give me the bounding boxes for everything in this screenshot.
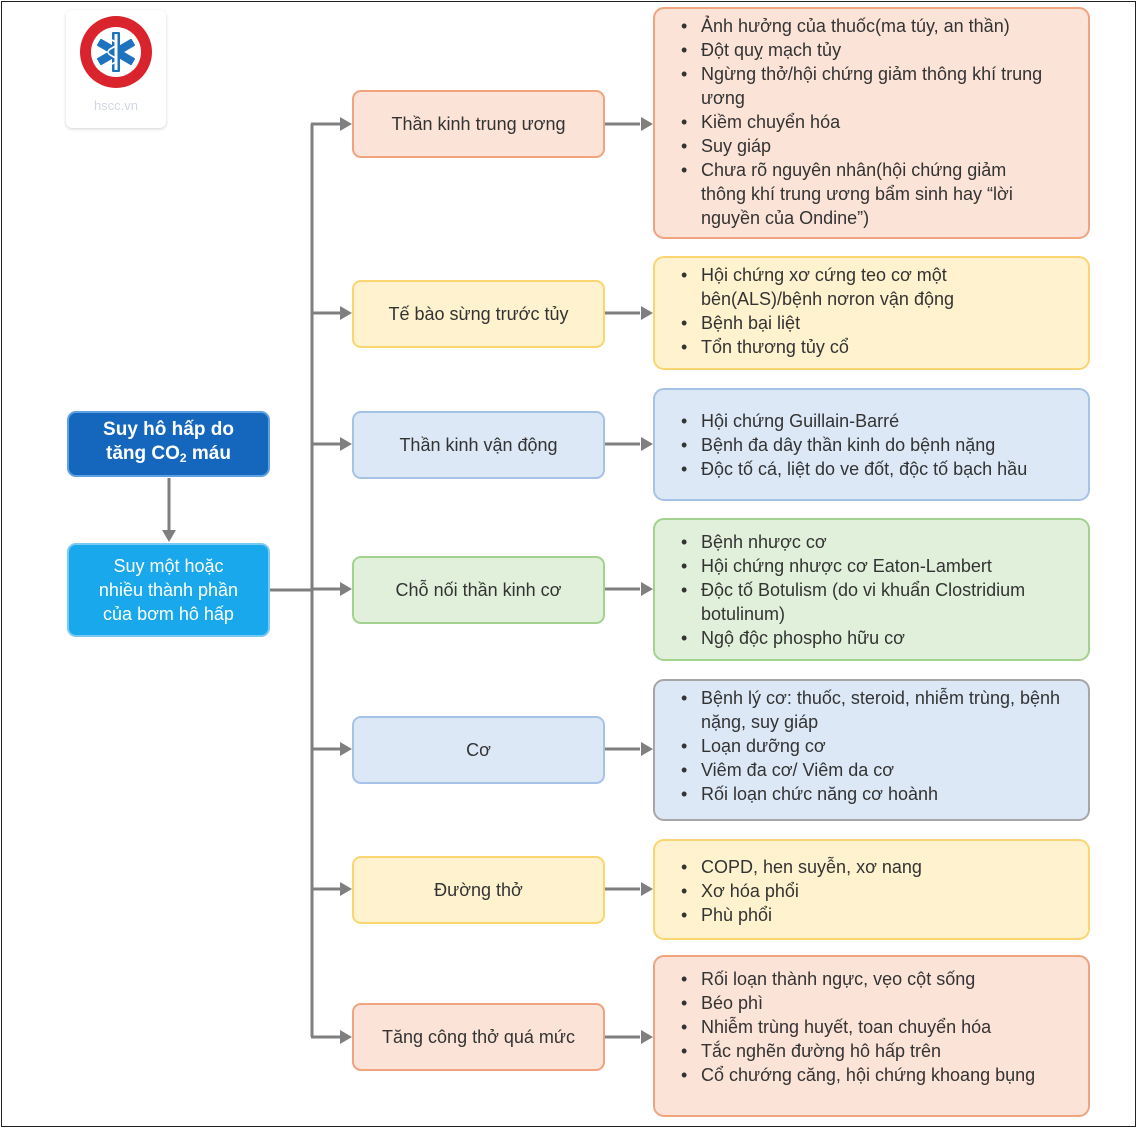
- detail-work-of-breathing: Rối loạn thành ngực, vẹo cột sống Béo ph…: [653, 955, 1090, 1117]
- detail-cns: Ảnh hưởng của thuốc(ma túy, an thần) Đột…: [653, 7, 1090, 239]
- root-node: Suy hô hấp do tăng CO2 máu: [67, 411, 270, 477]
- detail-arrow: [641, 1030, 653, 1044]
- list-item: Suy giáp: [681, 134, 1046, 158]
- list-item: Độc tố cá, liệt do ve đốt, độc tố bạch h…: [681, 457, 1076, 481]
- list-item: Kiềm chuyển hóa: [681, 110, 1046, 134]
- category-neuromuscular-junction: Chỗ nối thần kinh cơ: [352, 556, 605, 624]
- logo-caption: hscc.vn: [93, 98, 139, 113]
- detail-motor-nerve: Hội chứng Guillain-Barré Bệnh đa dây thầ…: [653, 388, 1090, 501]
- category-muscle: Cơ: [352, 716, 605, 784]
- list-item: Hội chứng nhược cơ Eaton-Lambert: [681, 554, 1076, 578]
- list-item: Phù phổi: [681, 903, 1076, 927]
- list-item: Rối loạn chức năng cơ hoành: [681, 782, 1076, 806]
- list-item: Béo phì: [681, 991, 1041, 1015]
- detail-arrow: [641, 117, 653, 131]
- pump-failure-node: Suy một hoặc nhiều thành phần của bơm hô…: [67, 543, 270, 637]
- detail-neuromuscular-junction: Bệnh nhược cơ Hội chứng nhược cơ Eaton-L…: [653, 518, 1090, 661]
- list-item: Loạn dưỡng cơ: [681, 734, 1076, 758]
- list-item: Rối loạn thành ngực, vẹo cột sống: [681, 967, 1041, 991]
- list-item: COPD, hen suyễn, xơ nang: [681, 855, 1076, 879]
- list-item: Ngộ độc phospho hữu cơ: [681, 626, 1076, 650]
- branch-arrow: [340, 882, 352, 896]
- branch-arrow: [340, 742, 352, 756]
- star-of-life-icon: [80, 16, 152, 88]
- list-item: Xơ hóa phổi: [681, 879, 1076, 903]
- category-airway: Đường thở: [352, 856, 605, 924]
- list-item: Hội chứng xơ cứng teo cơ một bên(ALS)/bệ…: [681, 263, 1001, 311]
- root-line-1: Suy hô hấp do: [103, 419, 234, 440]
- list-item: Cổ chướng căng, hội chứng khoang bụng: [681, 1063, 1041, 1087]
- list-item: Bệnh đa dây thần kinh do bệnh nặng: [681, 433, 1076, 457]
- list-item: Tắc nghẽn đường hô hấp trên: [681, 1039, 1041, 1063]
- list-item: Bệnh lý cơ: thuốc, steroid, nhiễm trùng,…: [681, 686, 1076, 734]
- detail-arrow: [641, 306, 653, 320]
- branch-arrow: [340, 306, 352, 320]
- category-motor-nerve: Thần kinh vận động: [352, 411, 605, 479]
- pump-line-2: nhiều thành phần: [98, 580, 239, 600]
- list-item: Đột quỵ mạch tủy: [681, 38, 1046, 62]
- list-item: Viêm đa cơ/ Viêm da cơ: [681, 758, 1076, 782]
- detail-anterior-horn: Hội chứng xơ cứng teo cơ một bên(ALS)/bệ…: [653, 256, 1090, 370]
- list-item: Ảnh hưởng của thuốc(ma túy, an thần): [681, 14, 1046, 38]
- detail-muscle: Bệnh lý cơ: thuốc, steroid, nhiễm trùng,…: [653, 679, 1090, 821]
- list-item: Hội chứng Guillain-Barré: [681, 409, 1076, 433]
- list-item: Chưa rõ nguyên nhân(hội chứng giảm thông…: [681, 158, 1046, 230]
- root-to-pump-arrow: [162, 530, 176, 542]
- list-item: Nhiễm trùng huyết, toan chuyển hóa: [681, 1015, 1041, 1039]
- branch-arrow: [340, 117, 352, 131]
- category-anterior-horn: Tế bào sừng trước tủy: [352, 280, 605, 348]
- detail-arrow: [641, 582, 653, 596]
- pump-line-1: Suy một hoặc: [113, 556, 224, 576]
- detail-arrow: [641, 437, 653, 451]
- list-item: Ngừng thở/hội chứng giảm thông khí trung…: [681, 62, 1046, 110]
- category-work-of-breathing: Tăng công thở quá mức: [352, 1003, 605, 1071]
- branch-arrow: [340, 437, 352, 451]
- list-item: Bệnh bại liệt: [681, 311, 1001, 335]
- branch-arrow: [340, 582, 352, 596]
- list-item: Bệnh nhược cơ: [681, 530, 1076, 554]
- detail-arrow: [641, 882, 653, 896]
- category-cns: Thần kinh trung ương: [352, 90, 605, 158]
- detail-airway: COPD, hen suyễn, xơ nang Xơ hóa phổi Phù…: [653, 839, 1090, 940]
- pump-line-3: của bơm hô hấp: [103, 604, 234, 624]
- list-item: Độc tố Botulism (do vi khuẩn Clostridium…: [681, 578, 1076, 626]
- root-line-2: tăng CO2 máu: [106, 443, 231, 465]
- hscc-logo: hscc.vn: [66, 10, 166, 128]
- branch-arrow: [340, 1030, 352, 1044]
- detail-arrow: [641, 742, 653, 756]
- list-item: Tổn thương tủy cổ: [681, 335, 1001, 359]
